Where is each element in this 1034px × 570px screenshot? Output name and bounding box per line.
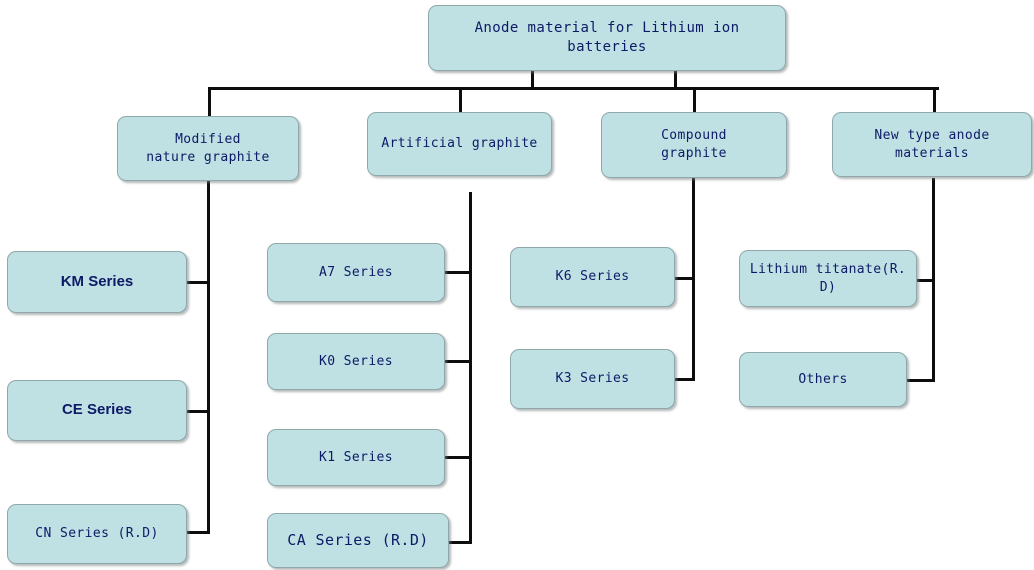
connector-drop-compound-graphite [693,87,696,113]
node-label: K0 Series [318,353,394,369]
connector-root-stub-right [674,71,677,90]
node-compound-graphite[interactable]: Compound graphite [601,112,787,178]
node-k1-series[interactable]: K1 Series [267,429,445,486]
connector-branch-km-series [186,281,209,284]
connector-trunk-col-1 [207,181,210,534]
node-label-line1: Lithium titanate(R. [749,261,907,277]
node-k3-series[interactable]: K3 Series [510,349,675,409]
node-label-line2: graphite [661,146,727,161]
connector-drop-artificial-graphite [459,87,462,113]
node-label-line1: New type anode [874,127,990,143]
node-a7-series[interactable]: A7 Series [267,243,445,302]
connector-branch-cn-series-rd [186,531,209,534]
connector-branch-lithium-titanate-rd [915,279,935,282]
connector-root-stub-left [531,71,534,90]
node-label: K1 Series [318,449,394,465]
connector-drop-new-type-anode-materials [933,87,936,113]
connector-drop-modified-nature-graphite [208,87,211,117]
connector-branch-k1-series [444,456,472,459]
node-ce-series[interactable]: CE Series [7,380,187,441]
node-root-line2: batteries [567,39,647,55]
node-label: K6 Series [555,269,630,285]
connector-branch-k6-series [674,277,695,280]
node-label: CN Series (R.D) [35,526,159,542]
node-ca-series-rd[interactable]: CA Series (R.D) [267,513,449,568]
node-label-line1: Modified [175,131,241,147]
connector-branch-ce-series [186,410,209,413]
node-km-series[interactable]: KM Series [7,251,187,313]
node-label-line2: materials [894,145,970,161]
node-label-line2: D) [819,279,837,295]
node-lithium-titanate-rd[interactable]: Lithium titanate(R. D) [739,250,917,307]
connector-branch-ca-series-rd [448,541,472,544]
node-label: K3 Series [555,371,630,387]
node-modified-nature-graphite[interactable]: Modified nature graphite [117,116,299,181]
node-cn-series-rd[interactable]: CN Series (R.D) [7,504,187,564]
node-label: Others [798,371,848,387]
node-others[interactable]: Others [739,352,907,407]
node-root-line1: Anode material for Lithium ion [474,20,740,37]
node-new-type-anode-materials[interactable]: New type anode materials [832,112,1032,177]
connector-branch-k0-series [444,360,472,363]
node-k6-series[interactable]: K6 Series [510,247,675,307]
node-label: KM Series [60,272,134,290]
node-label: CE Series [61,401,133,419]
connector-branch-a7-series [444,271,472,274]
connector-level2-bus [208,87,939,90]
node-k0-series[interactable]: K0 Series [267,333,445,390]
node-label-line1: Artificial graphite [381,136,538,152]
connector-trunk-col-2 [469,192,472,543]
node-artificial-graphite[interactable]: Artificial graphite [367,112,552,176]
node-label: A7 Series [318,264,394,280]
connector-branch-others [905,379,935,382]
node-label-line1: Compound [661,128,727,144]
node-label-line2: nature graphite [146,149,270,165]
node-root[interactable]: Anode material for Lithium ion batteries [428,5,786,71]
connector-branch-k3-series [674,378,695,381]
node-label: CA Series (R.D) [287,531,429,550]
